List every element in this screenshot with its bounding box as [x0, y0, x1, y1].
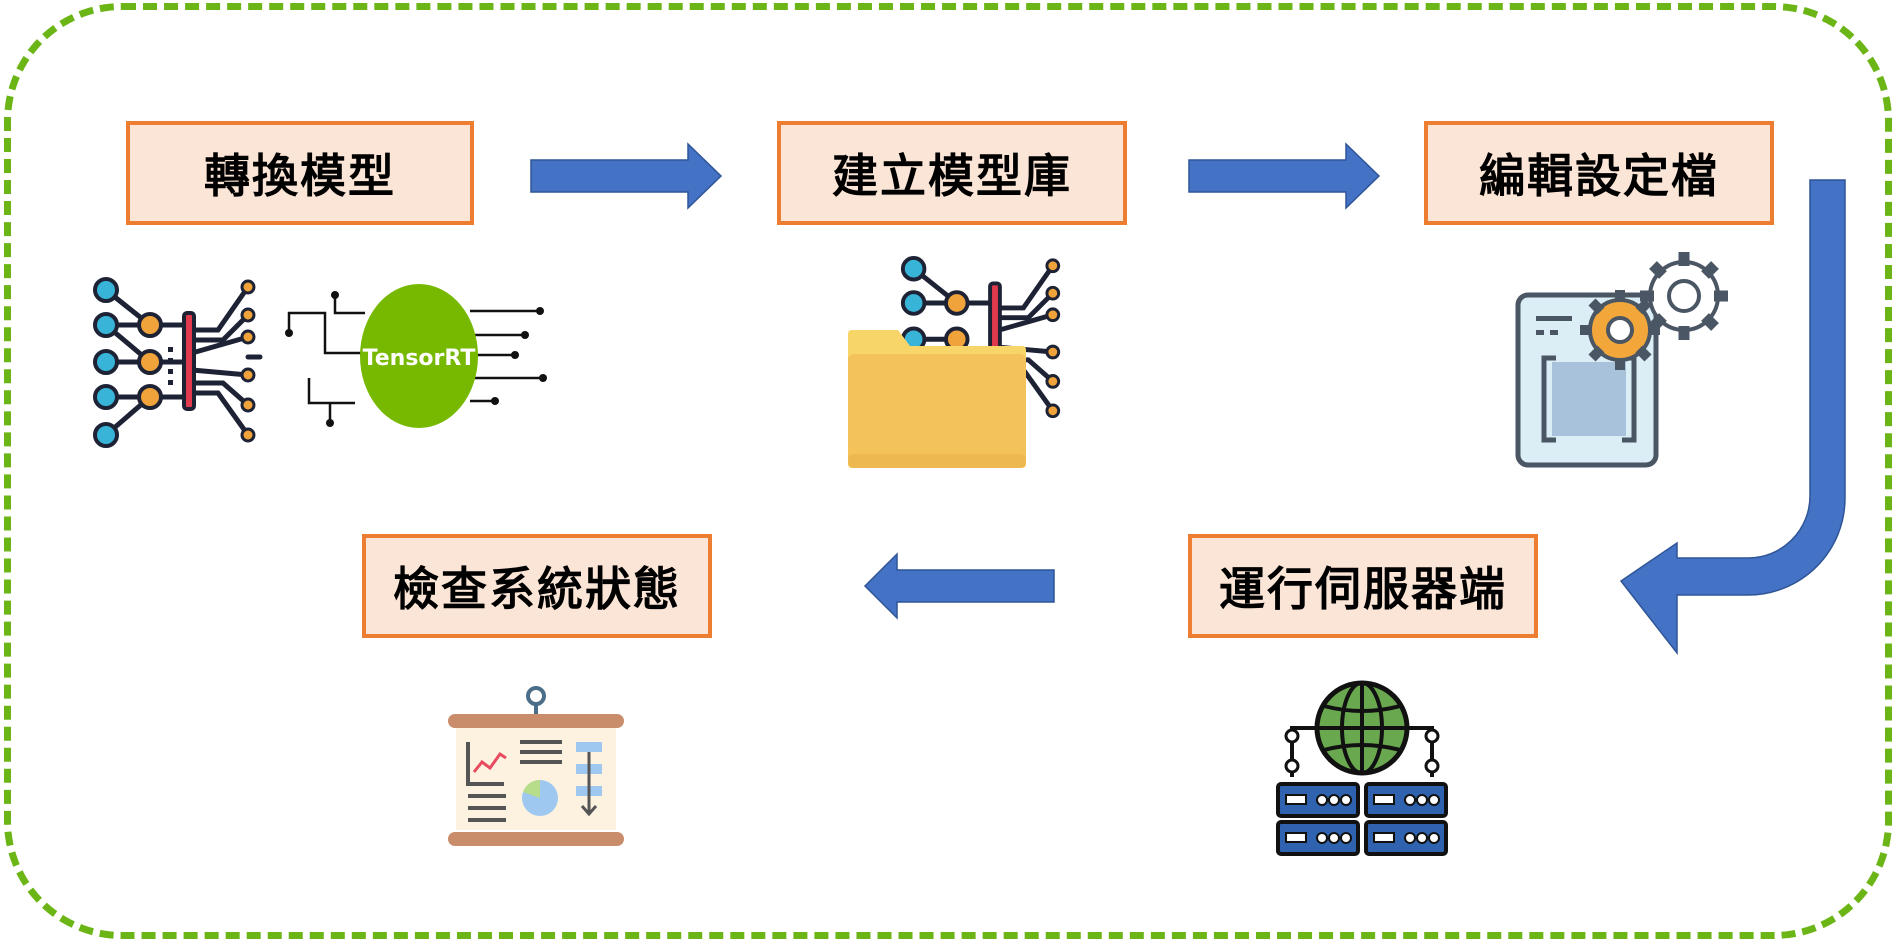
step-convert-model: 轉換模型 — [126, 121, 474, 225]
arrow-right-1 — [530, 142, 723, 210]
tensorrt-logo-text: TensorRT — [363, 346, 476, 371]
status-board-icon — [448, 686, 624, 846]
arrow-right-2 — [1188, 142, 1381, 210]
step-run-server: 運行伺服器端 — [1188, 534, 1538, 638]
tensorrt-logo: TensorRT — [285, 284, 547, 428]
config-gear-icon — [1515, 252, 1728, 468]
model-folder-icon — [848, 255, 1061, 468]
step-edit-config: 編輯設定檔 — [1424, 121, 1774, 225]
step-check-status: 檢查系統狀態 — [362, 534, 712, 638]
arrow-bend-down-left — [1619, 179, 1846, 656]
globe-server-icon — [1276, 680, 1448, 856]
step-build-model-repository: 建立模型庫 — [777, 121, 1127, 225]
neural-network-icon — [93, 277, 263, 448]
dashed-frame — [4, 3, 1892, 939]
arrow-left — [863, 552, 1055, 620]
